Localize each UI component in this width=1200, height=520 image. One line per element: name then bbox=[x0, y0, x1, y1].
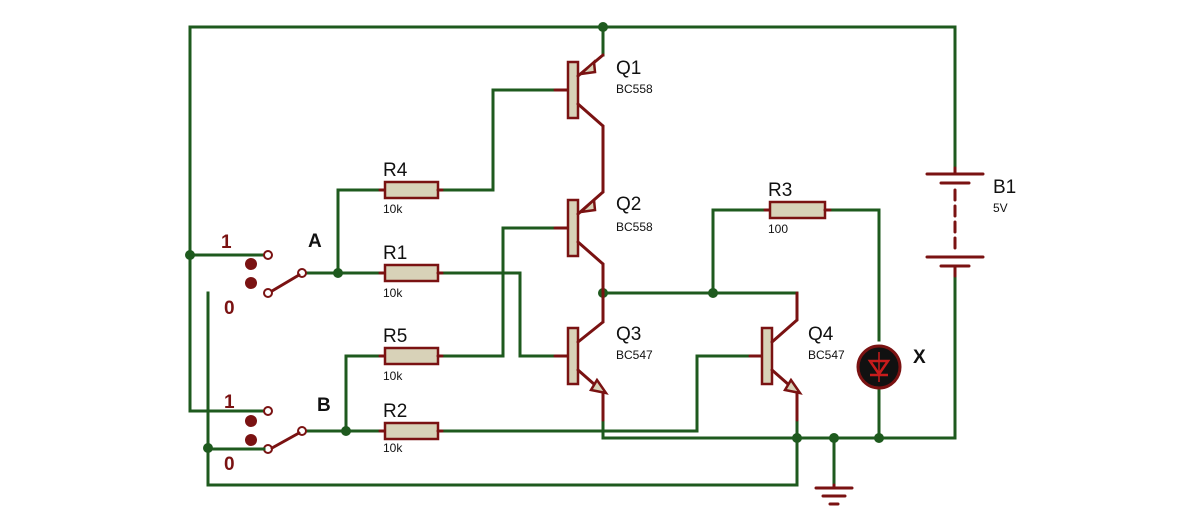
junction-dot bbox=[792, 433, 802, 443]
resistor-r3: R3 100 bbox=[763, 180, 832, 236]
node-a-label: A bbox=[308, 231, 322, 252]
transistor-q2: Q2 BC558 bbox=[553, 144, 653, 295]
node-b-label: B bbox=[317, 395, 331, 416]
transistor-q4-ref: Q4 bbox=[808, 324, 834, 345]
switch-a-low-label: 0 bbox=[224, 298, 235, 319]
switch-a-button-bottom[interactable] bbox=[245, 277, 257, 289]
resistor-r4-ref: R4 bbox=[383, 160, 408, 181]
transistor-q1: Q1 BC558 bbox=[553, 53, 653, 148]
transistor-q3-model: BC547 bbox=[616, 348, 653, 362]
battery-b1: B1 5V bbox=[925, 166, 1016, 278]
junction-dot bbox=[185, 250, 195, 260]
resistor-r3-value: 100 bbox=[768, 222, 788, 236]
ground-symbol bbox=[814, 483, 854, 506]
switch-b-button-bottom[interactable] bbox=[245, 434, 257, 446]
node-x-label: X bbox=[913, 347, 926, 368]
switch-b-low-label: 0 bbox=[224, 454, 235, 475]
switch-b[interactable]: 1 0 bbox=[206, 392, 307, 475]
resistor-r4-value: 10k bbox=[383, 202, 403, 216]
junction-dot bbox=[341, 426, 351, 436]
resistor-r2-value: 10k bbox=[383, 441, 403, 455]
resistor-r1: R1 10k bbox=[378, 243, 444, 300]
transistor-q1-model: BC558 bbox=[616, 82, 653, 96]
resistor-r2: R2 10k bbox=[378, 401, 444, 455]
resistor-r4: R4 10k bbox=[378, 160, 444, 216]
resistor-r5-value: 10k bbox=[383, 369, 403, 383]
switch-a-button-top[interactable] bbox=[245, 258, 257, 270]
transistor-q4: Q4 BC547 bbox=[748, 291, 845, 422]
transistor-q2-ref: Q2 bbox=[616, 194, 641, 215]
transistor-q3: Q3 BC547 bbox=[553, 291, 653, 422]
battery-b1-ref: B1 bbox=[993, 177, 1016, 198]
switch-a-lever bbox=[270, 273, 301, 293]
junction-dot bbox=[829, 433, 839, 443]
junction-dot bbox=[874, 433, 884, 443]
resistor-r2-ref: R2 bbox=[383, 401, 407, 422]
switch-a-contact-high bbox=[263, 250, 273, 260]
switch-b-high-label: 1 bbox=[224, 392, 235, 413]
junctions bbox=[185, 22, 884, 453]
transistor-q2-model: BC558 bbox=[616, 220, 653, 234]
transistor-q3-ref: Q3 bbox=[616, 324, 641, 345]
switch-b-contact-high bbox=[263, 406, 273, 416]
resistor-r5: R5 10k bbox=[378, 326, 444, 383]
switch-a[interactable]: 1 0 bbox=[221, 232, 307, 319]
battery-b1-value: 5V bbox=[993, 201, 1008, 215]
switch-b-lever bbox=[270, 431, 301, 450]
resistor-r5-ref: R5 bbox=[383, 326, 407, 347]
transistor-q1-ref: Q1 bbox=[616, 58, 641, 79]
resistor-r1-ref: R1 bbox=[383, 243, 407, 264]
junction-dot bbox=[598, 22, 608, 32]
switch-a-contact-low bbox=[263, 288, 273, 298]
junction-dot bbox=[333, 268, 343, 278]
transistor-q4-model: BC547 bbox=[808, 348, 845, 362]
resistor-r1-value: 10k bbox=[383, 286, 403, 300]
resistor-r3-ref: R3 bbox=[768, 180, 792, 201]
junction-dot bbox=[708, 288, 718, 298]
led-x: X bbox=[856, 344, 926, 390]
switch-a-high-label: 1 bbox=[221, 232, 232, 253]
switch-b-button-top[interactable] bbox=[245, 415, 257, 427]
